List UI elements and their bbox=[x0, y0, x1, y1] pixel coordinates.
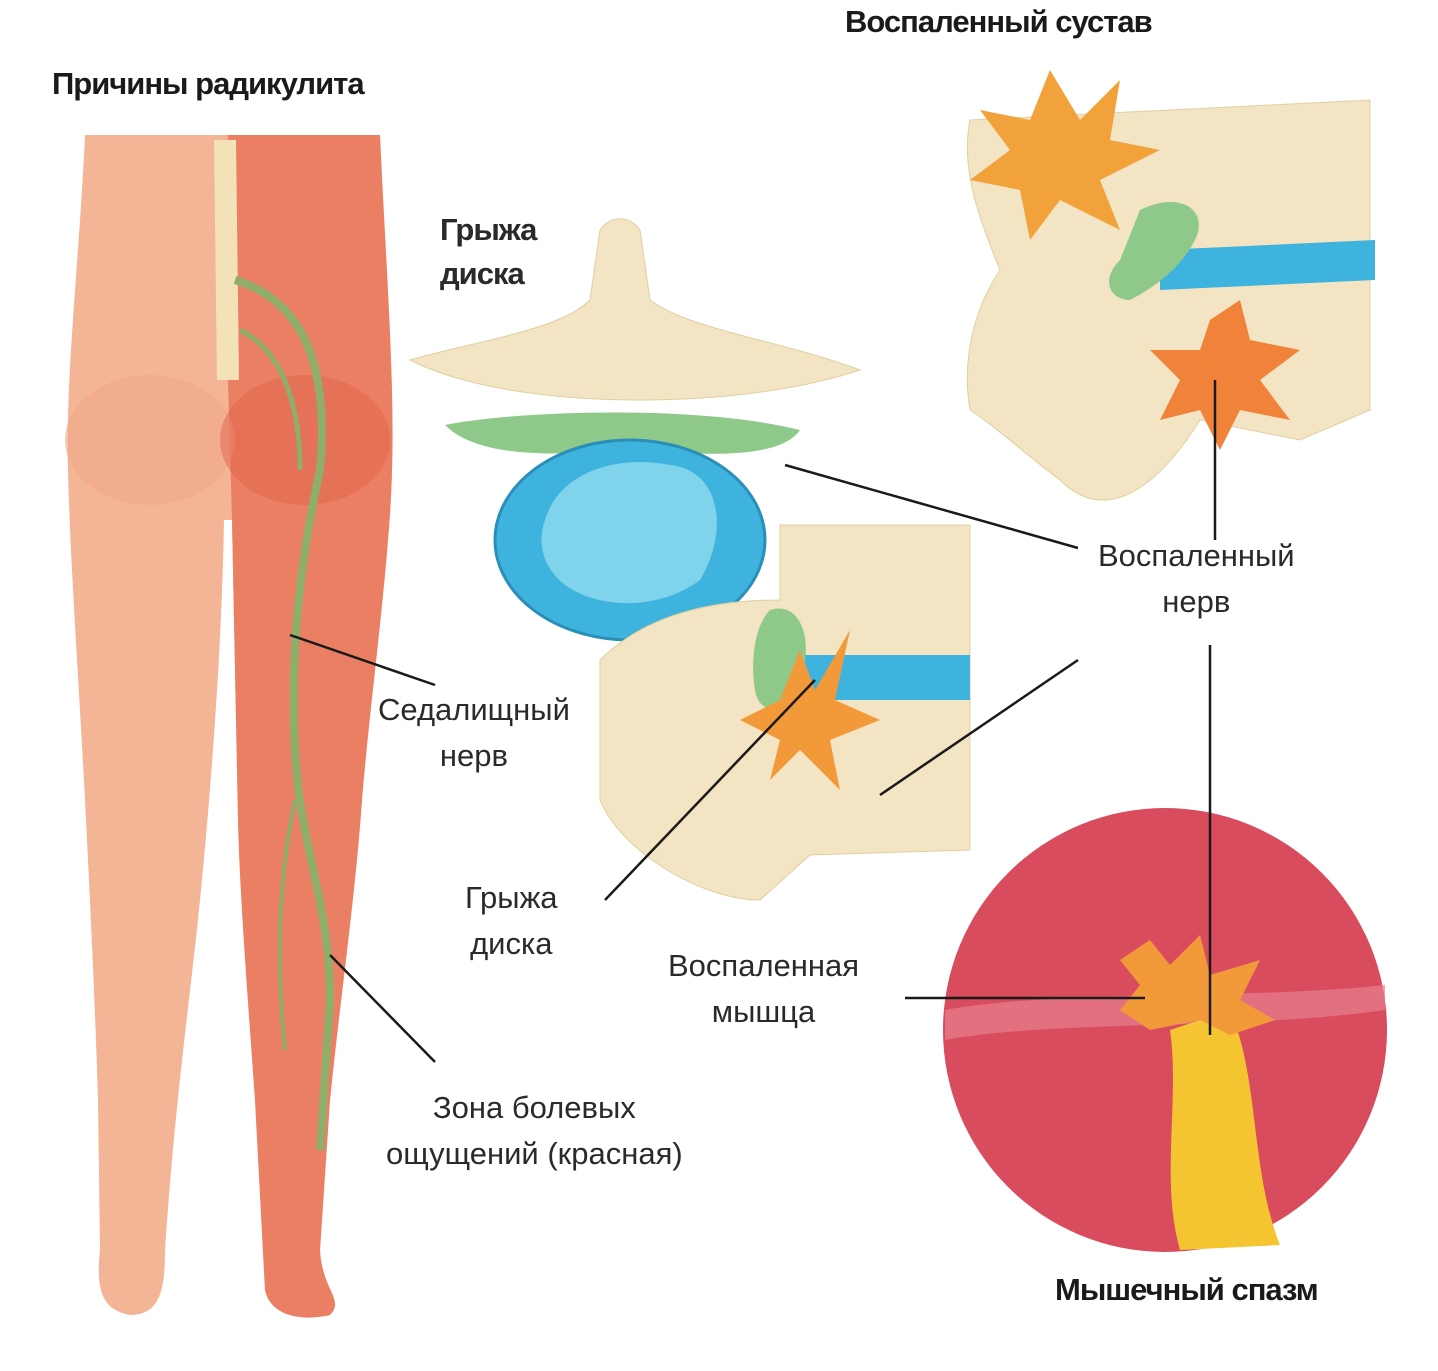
human-body-back-view bbox=[65, 135, 393, 1318]
label-inflamed-nerve: Воспаленный нерв bbox=[1098, 533, 1295, 625]
nerve-branch bbox=[238, 327, 303, 471]
inflamed-nerve-yellow bbox=[1170, 1010, 1280, 1250]
label-line: диска bbox=[440, 256, 525, 291]
title-muscle-spasm: Мышечный спазм bbox=[1055, 1272, 1319, 1307]
label-disc-herniation-top: Грыжа диска bbox=[440, 208, 537, 296]
label-inflamed-muscle: Воспаленная мышца bbox=[668, 943, 859, 1035]
label-pain-zone: Зона болевых ощущений (красная) bbox=[386, 1085, 683, 1177]
vertebra-bone bbox=[408, 218, 862, 401]
muscle-circle bbox=[943, 808, 1387, 1252]
leader-inflamed-nerve-2 bbox=[879, 658, 1079, 797]
title-inflamed-joint: Воспаленный сустав bbox=[845, 4, 1153, 39]
leader-disc-herniation bbox=[604, 679, 816, 901]
label-line: Воспаленная bbox=[668, 948, 860, 983]
leader-sciatic-nerve bbox=[289, 633, 436, 687]
label-line: Воспаленный bbox=[1098, 538, 1295, 573]
muscle-spasm-view bbox=[943, 808, 1387, 1252]
label-sciatic-nerve: Седалищный нерв bbox=[378, 687, 570, 779]
pain-zone-red bbox=[228, 135, 393, 1318]
sciatic-nerve-path bbox=[233, 276, 335, 1151]
label-line: ощущений (красная) bbox=[386, 1136, 683, 1171]
inflammation-burst bbox=[1120, 935, 1275, 1035]
label-line: Седалищный bbox=[378, 692, 570, 727]
label-disc-herniation-bottom: Грыжа диска bbox=[465, 875, 558, 967]
left-buttock bbox=[65, 375, 235, 505]
nerve-root bbox=[445, 412, 800, 454]
inflammation-burst bbox=[1150, 300, 1300, 450]
leader-pain-zone bbox=[329, 954, 436, 1063]
nerve-branch bbox=[277, 799, 297, 1051]
spine bbox=[214, 139, 239, 381]
leader-inflamed-nerve-1 bbox=[784, 463, 1079, 550]
disc-nucleus bbox=[541, 462, 717, 604]
label-line: мышца bbox=[711, 994, 816, 1029]
nerve-root-side bbox=[1109, 201, 1199, 300]
right-buttock bbox=[220, 375, 390, 505]
inflammation-burst bbox=[740, 630, 880, 790]
inflammation-burst bbox=[970, 70, 1160, 240]
leader-lines bbox=[289, 380, 1217, 1063]
label-line: Зона болевых bbox=[432, 1090, 636, 1125]
label-line: Грыжа bbox=[465, 880, 558, 915]
label-line: диска bbox=[470, 926, 553, 961]
title-causes: Причины радикулита bbox=[52, 66, 365, 101]
disc-side bbox=[1160, 240, 1375, 290]
vertebra-cross-section bbox=[408, 218, 862, 642]
label-line: нерв bbox=[439, 738, 508, 773]
label-line: нерв bbox=[1162, 584, 1231, 619]
inflamed-joint-view bbox=[966, 70, 1375, 501]
label-line: Грыжа bbox=[440, 212, 537, 247]
